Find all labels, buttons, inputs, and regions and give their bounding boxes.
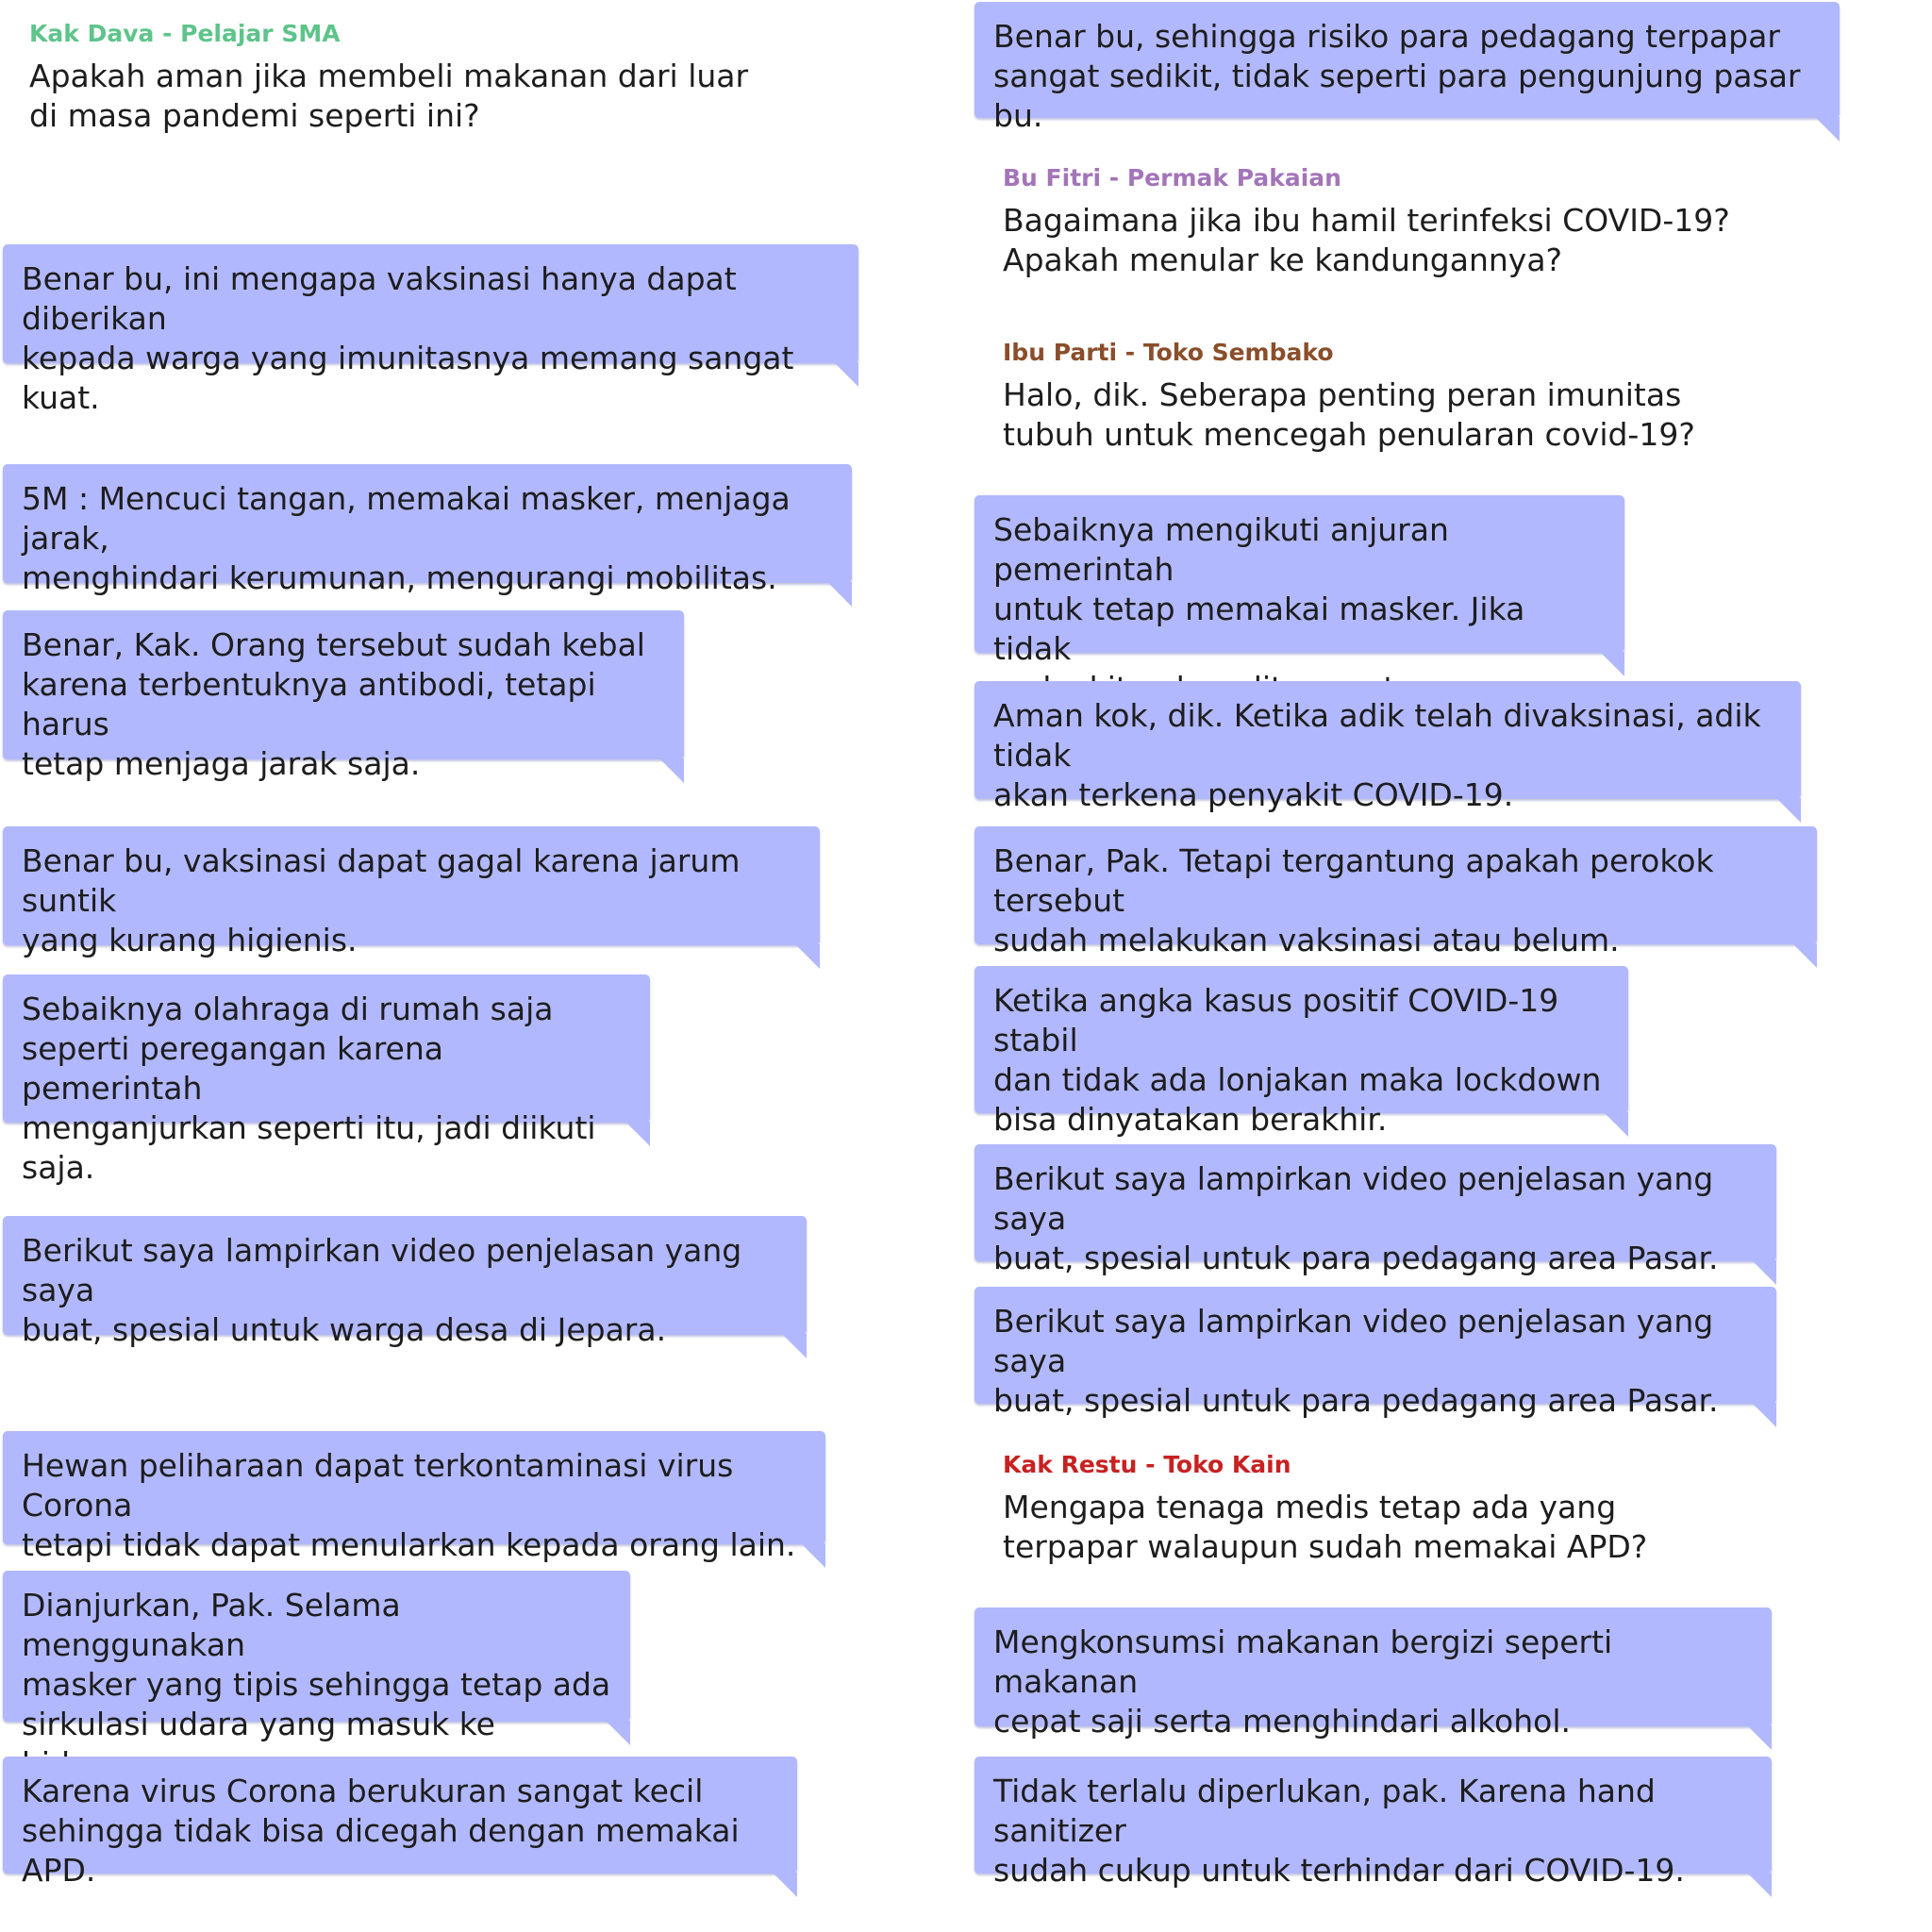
answer-bubble[interactable]: Benar, Kak. Orang tersebut sudah kebal k… bbox=[3, 610, 684, 782]
question-dava: Kak Dava - Pelajar SMA Apakah aman jika … bbox=[29, 19, 748, 136]
question-text: Halo, dik. Seberapa penting peran imunit… bbox=[1003, 376, 1695, 453]
answer-bubble[interactable]: Berikut saya lampirkan video penjelasan … bbox=[974, 1287, 1776, 1419]
answer-text: Benar bu, sehingga risiko para pedagang … bbox=[993, 18, 1801, 134]
question-text: Bagaimana jika ibu hamil terinfeksi COVI… bbox=[1003, 202, 1730, 278]
answer-text: Sebaiknya olahraga di rumah saja seperti… bbox=[22, 991, 596, 1186]
answer-bubble[interactable]: Benar bu, ini mengapa vaksinasi hanya da… bbox=[3, 244, 858, 416]
answer-text: Tidak terlalu diperlukan, pak. Karena ha… bbox=[993, 1773, 1685, 1889]
question-fitri: Bu Fitri - Permak Pakaian Bagaimana jika… bbox=[1003, 163, 1730, 280]
answer-bubble[interactable]: Aman kok, dik. Ketika adik telah divaksi… bbox=[974, 681, 1801, 813]
answer-bubble[interactable]: Berikut saya lampirkan video penjelasan … bbox=[974, 1144, 1776, 1276]
question-author: Kak Dava - Pelajar SMA bbox=[29, 20, 341, 47]
answer-text: 5M : Mencuci tangan, memakai masker, men… bbox=[22, 480, 791, 596]
answer-bubble[interactable]: Dianjurkan, Pak. Selama menggunakan mask… bbox=[3, 1571, 630, 1782]
answer-text: Berikut saya lampirkan video penjelasan … bbox=[22, 1232, 742, 1348]
answer-bubble[interactable]: Tidak terlalu diperlukan, pak. Karena ha… bbox=[974, 1757, 1772, 1889]
answer-text: Aman kok, dik. Ketika adik telah divaksi… bbox=[993, 697, 1761, 813]
answer-bubble[interactable]: Hewan peliharaan dapat terkontaminasi vi… bbox=[3, 1431, 825, 1563]
answer-text: Benar bu, ini mengapa vaksinasi hanya da… bbox=[22, 260, 794, 416]
answer-text: Benar bu, vaksinasi dapat gagal karena j… bbox=[22, 842, 741, 958]
answer-text: Mengkonsumsi makanan bergizi seperti mak… bbox=[993, 1624, 1613, 1740]
question-author: Bu Fitri - Permak Pakaian bbox=[1003, 164, 1341, 192]
answer-text: Benar, Kak. Orang tersebut sudah kebal k… bbox=[22, 626, 645, 782]
answer-bubble[interactable]: Berikut saya lampirkan video penjelasan … bbox=[3, 1216, 807, 1348]
question-author: Ibu Parti - Toko Sembako bbox=[1003, 339, 1334, 366]
answer-bubble[interactable]: Sebaiknya olahraga di rumah saja seperti… bbox=[3, 974, 650, 1186]
answer-text: Berikut saya lampirkan video penjelasan … bbox=[993, 1303, 1719, 1419]
answer-bubble[interactable]: Sebaiknya mengikuti anjuran pemerintah u… bbox=[974, 495, 1624, 746]
answer-bubble[interactable]: Mengkonsumsi makanan bergizi seperti mak… bbox=[974, 1607, 1772, 1740]
question-text: Apakah aman jika membeli makanan dari lu… bbox=[29, 58, 749, 134]
question-restu: Kak Restu - Toko Kain Mengapa tenaga med… bbox=[1003, 1450, 1647, 1567]
answer-text: Benar, Pak. Tetapi tergantung apakah per… bbox=[993, 842, 1714, 958]
answer-text: Berikut saya lampirkan video penjelasan … bbox=[993, 1160, 1719, 1276]
answer-text: Hewan peliharaan dapat terkontaminasi vi… bbox=[22, 1447, 796, 1563]
answer-bubble[interactable]: Karena virus Corona berukuran sangat kec… bbox=[3, 1757, 797, 1889]
answer-bubble[interactable]: 5M : Mencuci tangan, memakai masker, men… bbox=[3, 464, 852, 596]
answer-bubble[interactable]: Benar, Pak. Tetapi tergantung apakah per… bbox=[974, 826, 1817, 958]
answer-bubble[interactable]: Benar bu, sehingga risiko para pedagang … bbox=[974, 2, 1840, 134]
answer-bubble[interactable]: Ketika angka kasus positif COVID-19 stab… bbox=[974, 966, 1628, 1138]
question-author: Kak Restu - Toko Kain bbox=[1003, 1451, 1291, 1478]
question-parti: Ibu Parti - Toko Sembako Halo, dik. Sebe… bbox=[1003, 338, 1695, 455]
answer-text: Ketika angka kasus positif COVID-19 stab… bbox=[993, 982, 1602, 1138]
answer-text: Karena virus Corona berukuran sangat kec… bbox=[22, 1773, 740, 1889]
answer-bubble[interactable]: Benar bu, vaksinasi dapat gagal karena j… bbox=[3, 826, 820, 958]
answer-text: Dianjurkan, Pak. Selama menggunakan mask… bbox=[22, 1587, 611, 1782]
question-text: Mengapa tenaga medis tetap ada yang terp… bbox=[1003, 1489, 1648, 1565]
